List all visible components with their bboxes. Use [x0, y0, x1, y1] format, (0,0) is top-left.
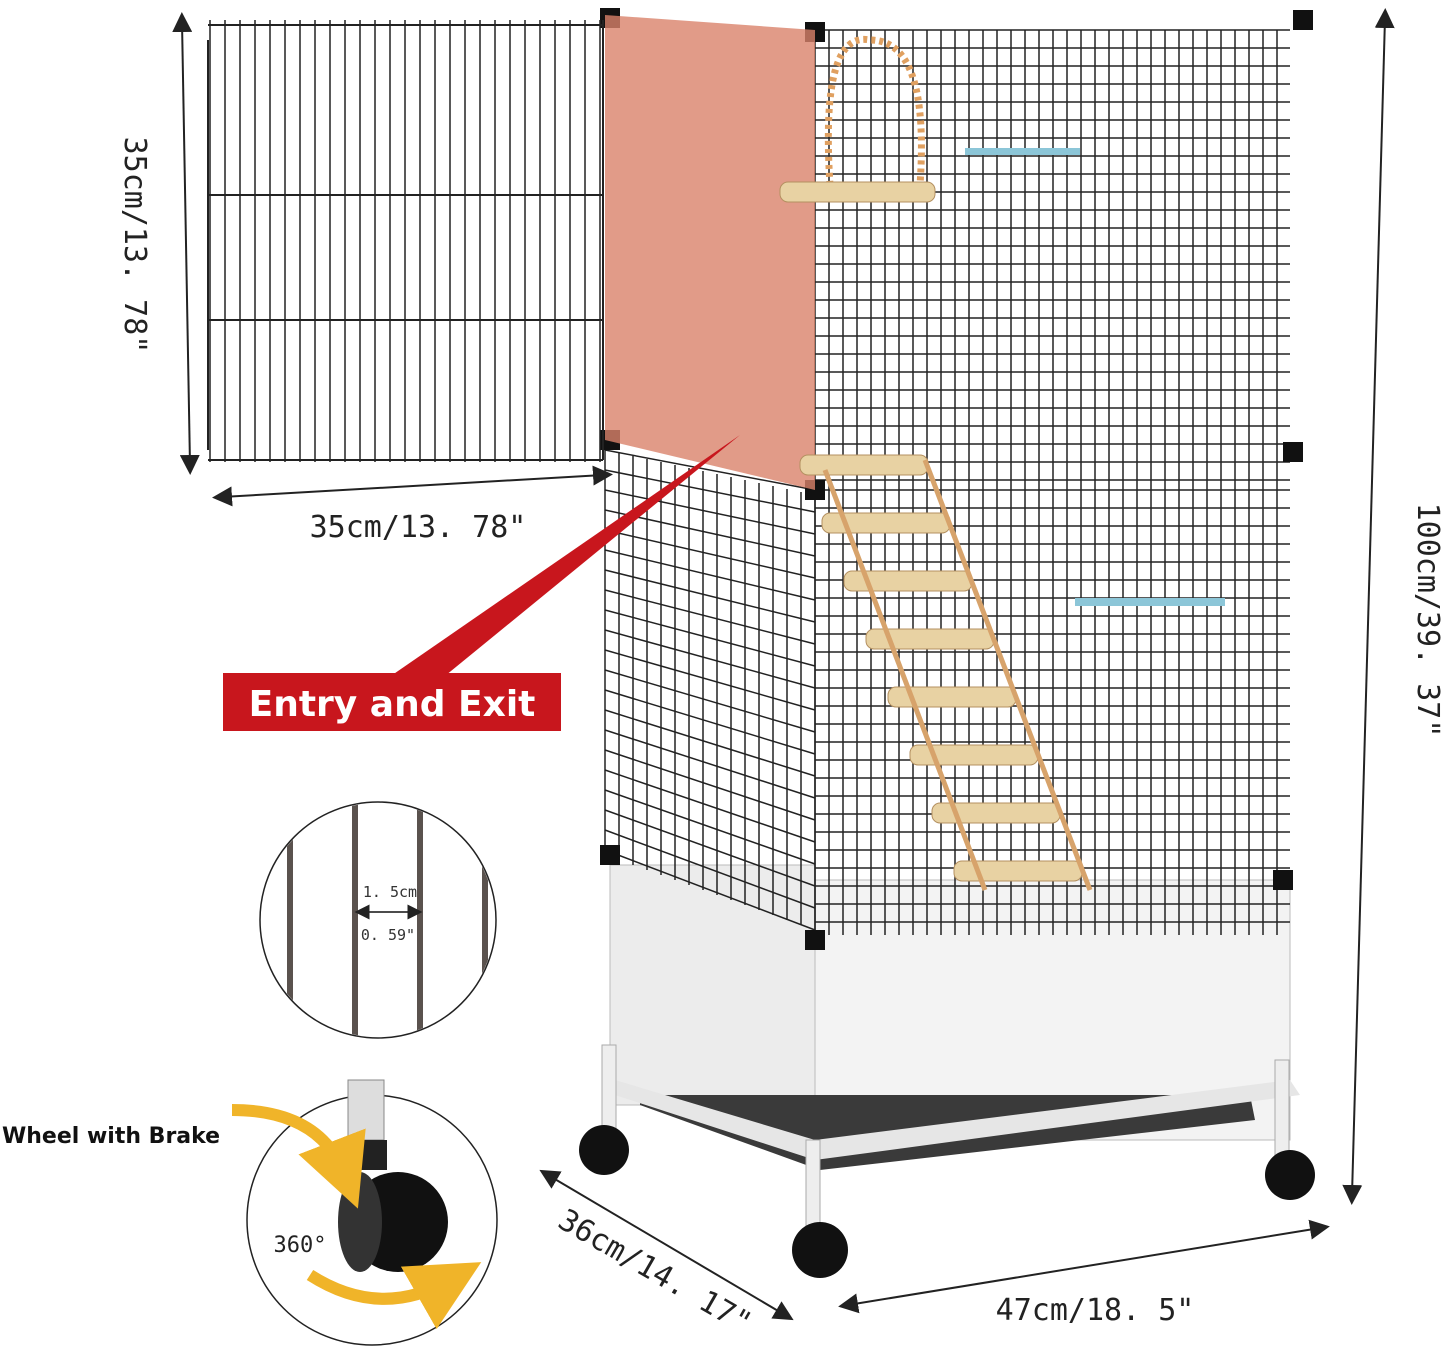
- wire: [604, 629, 816, 689]
- perch: [965, 148, 1080, 155]
- connector: [1273, 870, 1293, 890]
- wire: [604, 489, 816, 535]
- wire-spacing-detail: 1. 5cm 0. 59": [259, 801, 497, 1039]
- wire: [604, 709, 816, 777]
- width-label: 47cm/18. 5": [996, 1293, 1195, 1328]
- entry-exit-label: Entry and Exit: [249, 684, 536, 725]
- open-door-panel: [207, 20, 604, 462]
- connector: [1293, 10, 1313, 30]
- rotation-label: 360°: [274, 1233, 327, 1258]
- perch: [1075, 598, 1225, 606]
- door-width-label: 35cm/13. 78": [310, 510, 527, 545]
- total-height-label: 100cm/39. 37": [1410, 503, 1445, 738]
- ladder-rung: [799, 454, 929, 476]
- wire: [822, 469, 988, 891]
- wire: [604, 449, 816, 491]
- wheel-brake-label: Wheel with Brake: [2, 1124, 220, 1149]
- wheel-detail: 360°: [231, 1079, 498, 1346]
- connector: [1283, 442, 1303, 462]
- entry-exit-callout: [223, 673, 561, 731]
- wire: [604, 529, 816, 579]
- wire: [604, 469, 816, 513]
- arrow-icon: [231, 1104, 366, 1209]
- wire: [604, 749, 816, 821]
- wire: [604, 549, 816, 601]
- ladder: [799, 454, 1093, 891]
- wire: [604, 649, 816, 711]
- wire: [604, 689, 816, 755]
- wire: [604, 669, 816, 733]
- wire: [604, 809, 816, 887]
- wire: [604, 729, 816, 799]
- callout-pointer: [385, 435, 740, 680]
- wheel: [579, 1125, 629, 1175]
- wire: [604, 789, 816, 865]
- entry-door-highlight[interactable]: [605, 15, 815, 490]
- wire: [604, 849, 816, 931]
- wire: [604, 509, 816, 557]
- cage-wire: [600, 8, 1313, 950]
- wire: [604, 569, 816, 623]
- depth-label: 36cm/14. 17": [552, 1202, 757, 1341]
- wire: [604, 609, 816, 667]
- spacing-metric: 1. 5cm: [363, 883, 417, 901]
- spacing-imperial: 0. 59": [361, 926, 415, 944]
- wire: [604, 769, 816, 843]
- wire: [604, 829, 816, 909]
- wheel: [1265, 1150, 1315, 1200]
- connector: [805, 930, 825, 950]
- door-height-label: 35cm/13. 78": [117, 137, 152, 354]
- wire: [922, 459, 1093, 891]
- legs: [579, 1044, 1315, 1278]
- wheel: [792, 1222, 848, 1278]
- wire: [604, 589, 816, 645]
- connector: [600, 845, 620, 865]
